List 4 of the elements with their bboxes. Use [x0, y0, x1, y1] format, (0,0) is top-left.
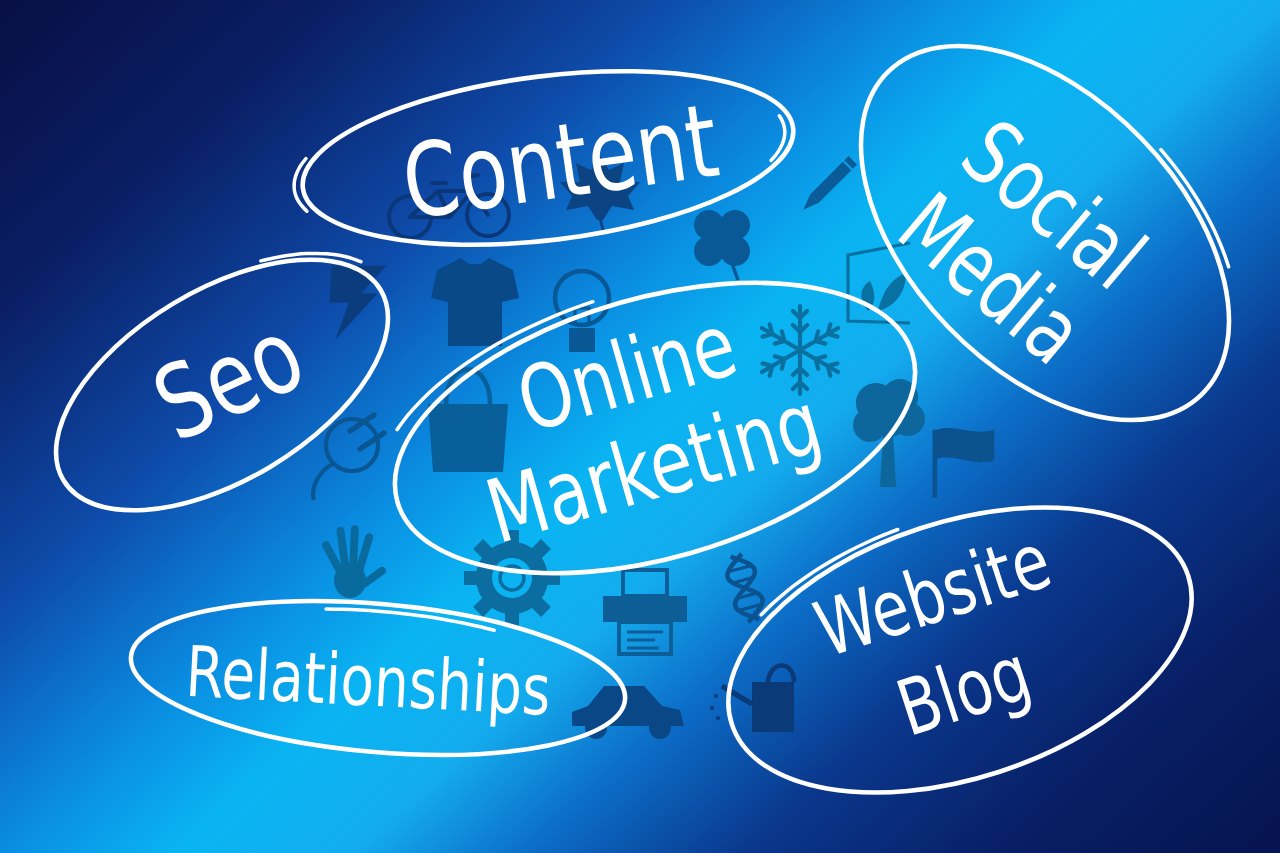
oval: Relationships [128, 598, 628, 758]
oval: Content [292, 69, 796, 247]
oval: Website Blog [726, 505, 1194, 795]
oval: Seo [53, 251, 391, 513]
